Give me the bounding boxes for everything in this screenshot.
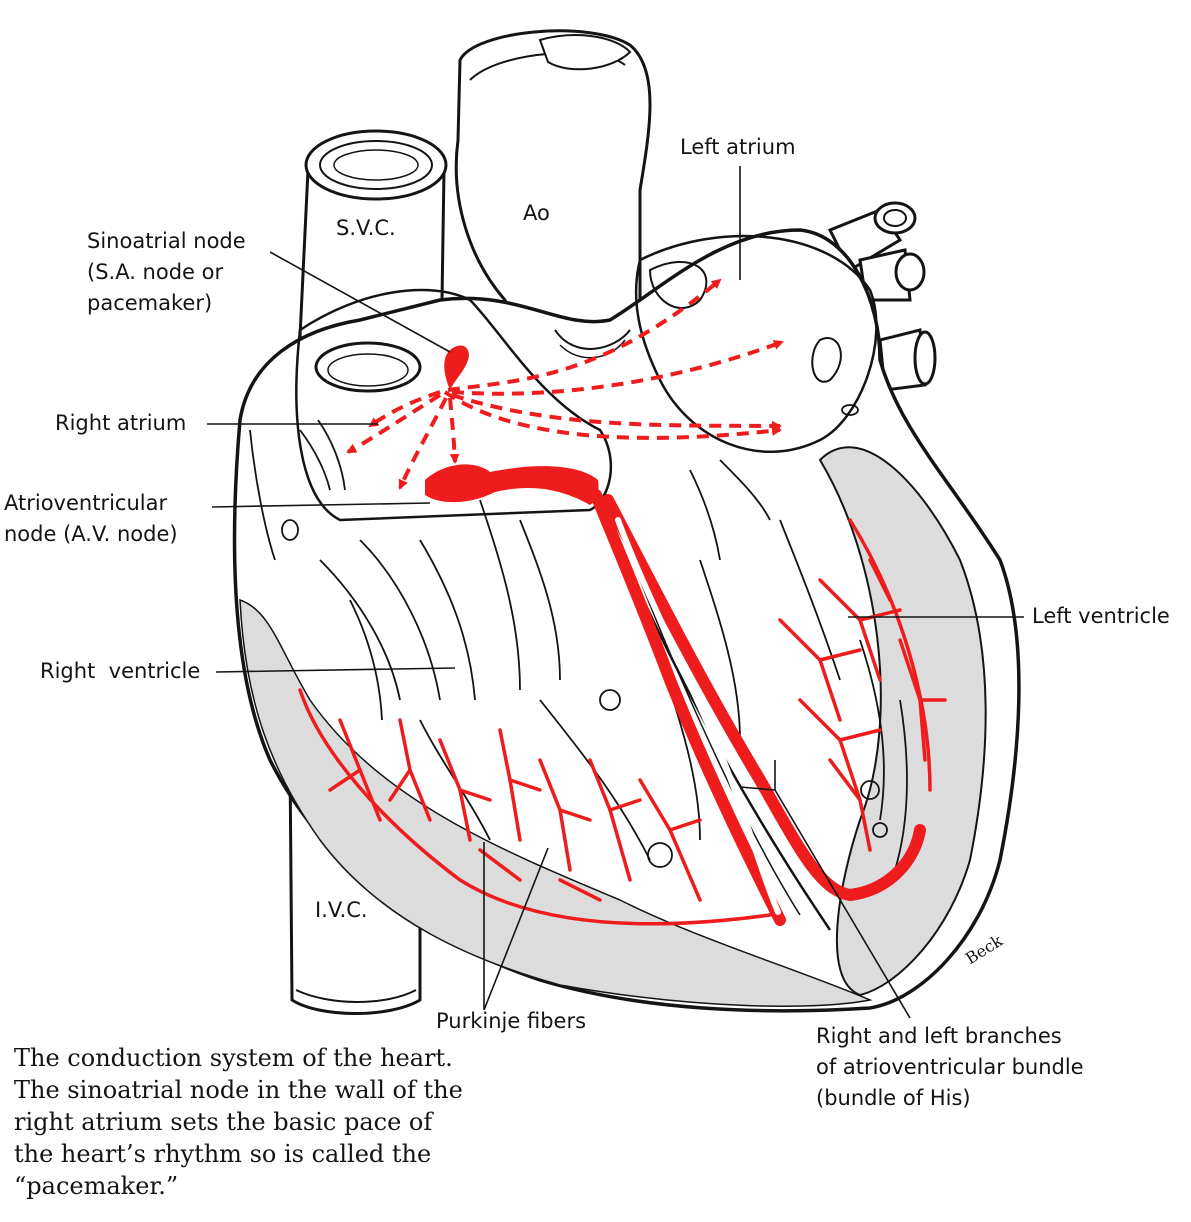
label-ivc: I.V.C. <box>315 898 368 922</box>
label-left-atrium: Left atrium <box>680 135 796 159</box>
label-sa-node: Sinoatrial node (S.A. node or pacemaker) <box>87 226 246 319</box>
caption-line: The conduction system of the heart. <box>14 1044 453 1072</box>
label-sa-node-line: pacemaker) <box>87 291 213 315</box>
label-right-ventricle: Right ventricle <box>40 659 201 683</box>
pulmonary-veins <box>827 201 937 392</box>
caption-line: The sinoatrial node in the wall of the <box>14 1076 463 1104</box>
label-sa-node-line: Sinoatrial node <box>87 229 246 253</box>
label-bundle-line: (bundle of His) <box>816 1086 971 1110</box>
purkinje-fibers <box>298 518 947 926</box>
leader-lines <box>207 166 1024 1019</box>
label-bundle-of-his: Right and left branches of atrioventricu… <box>816 1021 1084 1114</box>
sa-node-mark <box>444 345 469 390</box>
his-bundle-branches <box>590 489 926 926</box>
caption-line: right atrium sets the basic pace of <box>14 1108 433 1136</box>
label-aorta: Ao <box>523 201 550 225</box>
label-sa-node-line: (S.A. node or <box>87 260 224 284</box>
label-bundle-line: of atrioventricular bundle <box>816 1055 1084 1079</box>
label-av-node-line: node (A.V. node) <box>4 522 178 546</box>
label-bundle-line: Right and left branches <box>816 1024 1062 1048</box>
conduction-system <box>298 278 947 926</box>
label-av-node-line: Atrioventricular <box>4 491 168 515</box>
label-right-atrium: Right atrium <box>55 411 187 435</box>
caption-line: the heart’s rhythm so is called the <box>14 1140 432 1168</box>
label-svc: S.V.C. <box>336 216 396 240</box>
label-av-node: Atrioventricular node (A.V. node) <box>4 488 178 550</box>
label-left-ventricle: Left ventricle <box>1032 604 1170 628</box>
caption-line: “pacemaker.” <box>14 1172 179 1200</box>
av-node-mark <box>425 464 599 505</box>
figure-caption: The conduction system of the heart. The … <box>14 1042 463 1202</box>
label-purkinje-fibers: Purkinje fibers <box>436 1009 587 1033</box>
ventricle-detail <box>249 404 908 871</box>
impulse-arrows <box>346 278 784 490</box>
